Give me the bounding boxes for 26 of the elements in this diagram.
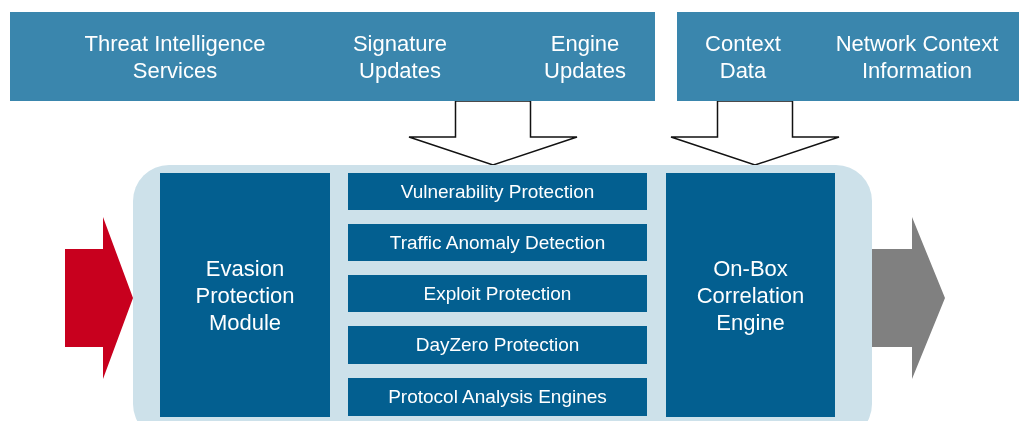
band-label: Network Context Information — [834, 29, 1000, 84]
band-label: Context Data — [704, 29, 782, 84]
module-label: Vulnerability Protection — [400, 180, 595, 203]
module-box — [348, 173, 647, 210]
module-box — [666, 173, 835, 417]
block-arrow — [408, 100, 578, 166]
module-box — [160, 173, 330, 417]
band-label: Threat Intelligence Services — [83, 29, 267, 84]
module-label: On-Box Correlation Engine — [695, 254, 806, 336]
band-label: Engine Updates — [543, 29, 627, 84]
module-label: Evasion Protection Module — [194, 254, 296, 336]
module-box — [348, 224, 647, 261]
block-arrow — [65, 217, 133, 379]
band-label: Signature Updates — [351, 29, 449, 84]
module-label: Traffic Anomaly Detection — [389, 231, 606, 254]
module-label: Exploit Protection — [423, 282, 572, 305]
block-arrow — [872, 217, 945, 379]
header-band — [10, 12, 655, 101]
module-box — [348, 378, 647, 416]
module-label: Protocol Analysis Engines — [388, 386, 607, 408]
module-box — [348, 275, 647, 312]
block-arrow — [670, 100, 840, 166]
container-panel — [133, 165, 872, 421]
header-band — [677, 12, 1019, 101]
module-label: DayZero Protection — [415, 334, 580, 356]
module-box — [348, 326, 647, 364]
